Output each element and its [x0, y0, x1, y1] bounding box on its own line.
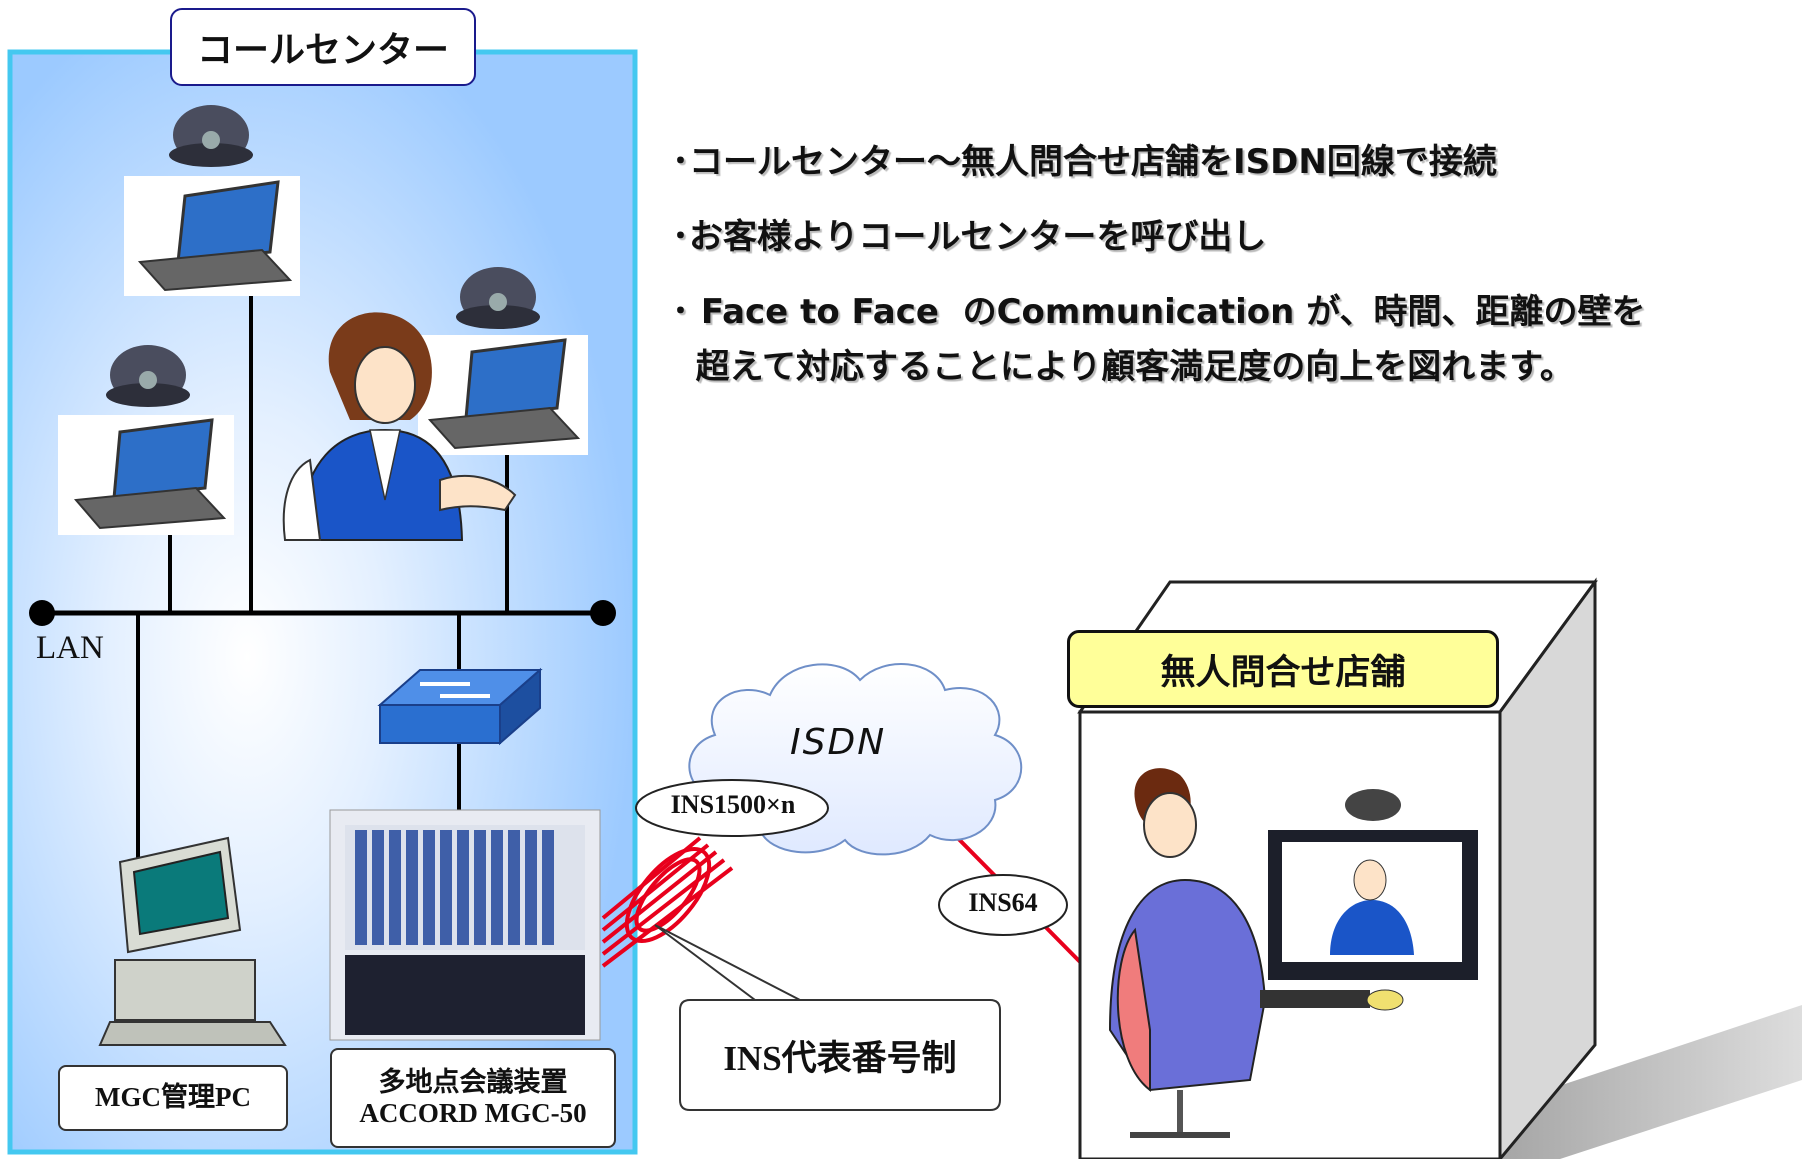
mgc-device-label-line1: 多地点会議装置: [378, 1066, 568, 1097]
callout-label: INS代表番号制: [723, 1039, 957, 1078]
bullet-4: 超えて対応することにより顧客満足度の向上を図れます。: [672, 347, 1574, 387]
network-switch: [377, 667, 543, 746]
mgc-pc-label-text: MGC管理PC: [95, 1082, 251, 1113]
mgc-management-pc: [98, 836, 287, 1046]
mgc-device-label: 多地点会議装置 ACCORD MGC-50: [330, 1048, 616, 1148]
video-terminal-3: [418, 267, 588, 455]
call-center-title: コールセンター: [170, 8, 476, 86]
bullet-1: ･コールセンター～無人問合せ店舗をISDN回線で接続: [672, 142, 1497, 182]
ins1500-oval: [635, 779, 829, 837]
video-terminal-1: [124, 105, 300, 296]
ins64-label: INS64: [968, 888, 1038, 917]
bullet-2: ･お客様よりコールセンターを呼び出し: [672, 217, 1267, 257]
customer-illustration: [1108, 768, 1404, 1138]
ins64-oval: [938, 874, 1068, 936]
callout-bubble: [654, 924, 1001, 1111]
isdn-cloud-label: ISDN: [790, 722, 887, 763]
shop-video-monitor: [1263, 789, 1483, 980]
video-terminal-2: [58, 345, 234, 535]
bullet-3: ･ Face to Face のCommunication が、時間、距離の壁を: [672, 292, 1646, 332]
mgc-rack: [329, 809, 601, 1041]
ins1500-label: INS1500×n: [670, 790, 796, 819]
operator-illustration: [282, 312, 517, 541]
lan-bus: [29, 295, 616, 860]
lan-label: LAN: [36, 630, 104, 666]
shop-title: 無人問合せ店舗: [1067, 630, 1499, 708]
mgc-device-label-line2: ACCORD MGC-50: [359, 1098, 587, 1128]
mgc-pc-label: MGC管理PC: [58, 1065, 288, 1131]
